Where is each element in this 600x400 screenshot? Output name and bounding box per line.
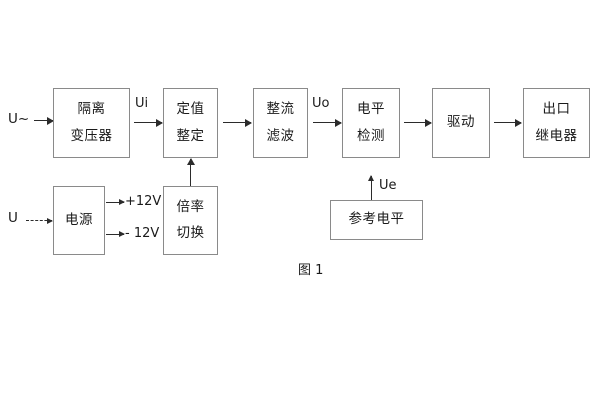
signal-label-ue: Ue xyxy=(379,178,397,193)
block-reference-level-line1: 参考电平 xyxy=(348,211,405,228)
connector-dc-input-to-power-supply xyxy=(26,218,53,224)
rail-label-positive: +12V xyxy=(125,194,162,209)
signal-label-ui: Ui xyxy=(135,96,149,111)
block-drive-line1: 驱动 xyxy=(447,114,475,131)
signal-label-uo: Uo xyxy=(312,96,330,111)
block-power-supply-line1: 电源 xyxy=(65,211,93,228)
figure-caption: 图 1 xyxy=(298,263,324,278)
block-power-supply: 电源 xyxy=(53,186,105,255)
input-label-ac: U~ xyxy=(8,111,30,127)
connector-reference-level-to-level-detect xyxy=(368,175,374,200)
block-isolation-transformer-line1: 隔离 xyxy=(77,101,106,117)
connector-power-supply-positive-rail xyxy=(106,199,125,205)
connector-level-detect-to-drive xyxy=(404,118,432,127)
block-setting-value: 定值 整定 xyxy=(163,88,218,158)
rail-label-negative: - 12V xyxy=(125,226,160,241)
block-ratio-switch: 倍率 切换 xyxy=(163,186,218,255)
connector-ac-input-to-isolation-transformer xyxy=(34,116,54,125)
input-label-dc: U xyxy=(8,210,18,226)
block-level-detect-line1: 电平 xyxy=(357,101,385,117)
block-ratio-switch-line1: 倍率 xyxy=(176,198,205,215)
block-rectify-filter: 整流 滤波 xyxy=(253,88,308,158)
block-output-relay: 出口 继电器 xyxy=(523,88,590,158)
block-rectify-filter-line1: 整流 xyxy=(266,101,295,117)
block-drive: 驱动 xyxy=(432,88,490,158)
connector-isolation-transformer-to-setting-value xyxy=(134,118,163,127)
block-isolation-transformer: 隔离 变压器 xyxy=(53,88,130,158)
block-setting-value-line2: 整定 xyxy=(176,127,205,144)
connector-rectify-filter-to-level-detect xyxy=(313,118,342,127)
block-ratio-switch-line2: 切换 xyxy=(176,225,205,241)
block-output-relay-line2: 继电器 xyxy=(535,127,578,144)
block-reference-level: 参考电平 xyxy=(330,200,423,240)
block-level-detect-line2: 检测 xyxy=(357,127,385,144)
connector-setting-value-to-rectify-filter xyxy=(223,118,252,127)
block-rectify-filter-line2: 滤波 xyxy=(266,127,295,144)
block-setting-value-line1: 定值 xyxy=(176,101,205,117)
block-isolation-transformer-line2: 变压器 xyxy=(70,127,113,144)
block-level-detect: 电平 检测 xyxy=(342,88,400,158)
connector-power-supply-negative-rail xyxy=(106,231,125,237)
block-output-relay-line1: 出口 xyxy=(542,101,571,117)
connector-ratio-switch-to-setting-value xyxy=(186,158,195,186)
connector-drive-to-output-relay xyxy=(494,118,522,127)
